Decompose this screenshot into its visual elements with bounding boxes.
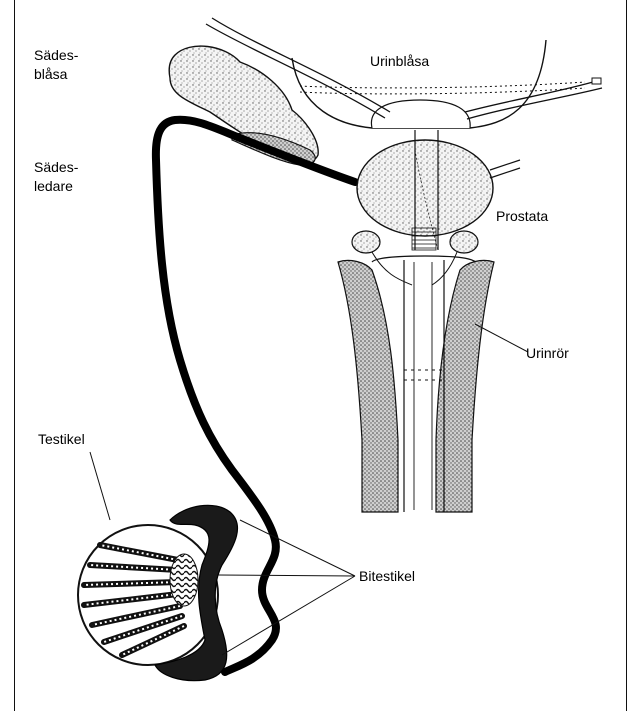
ureter-right xyxy=(465,78,602,119)
label-vas-deferens: Sädes- ledare xyxy=(34,158,78,196)
bulb-outline xyxy=(372,256,478,268)
testis-leader-line xyxy=(90,452,110,520)
epididymis-leader-line-3 xyxy=(222,576,355,655)
urethra-leader-line xyxy=(475,324,528,352)
corpus-cavernosum-left xyxy=(338,260,398,512)
label-urethra: Urinrör xyxy=(526,344,569,363)
corpus-cavernosum-right xyxy=(436,260,494,512)
testis-shape xyxy=(78,525,218,665)
label-prostate: Prostata xyxy=(496,207,548,226)
label-seminal-vesicle: Sädes- blåsa xyxy=(34,46,78,84)
label-bladder: Urinblåsa xyxy=(370,52,429,71)
bladder-shape xyxy=(292,40,585,128)
label-testis: Testikel xyxy=(38,430,85,449)
epididymis-leader-line-1 xyxy=(240,520,355,576)
prostate-shape xyxy=(357,130,520,250)
epididymis-leader-line-2 xyxy=(218,575,355,576)
label-epididymis: Bitestikel xyxy=(359,567,415,586)
